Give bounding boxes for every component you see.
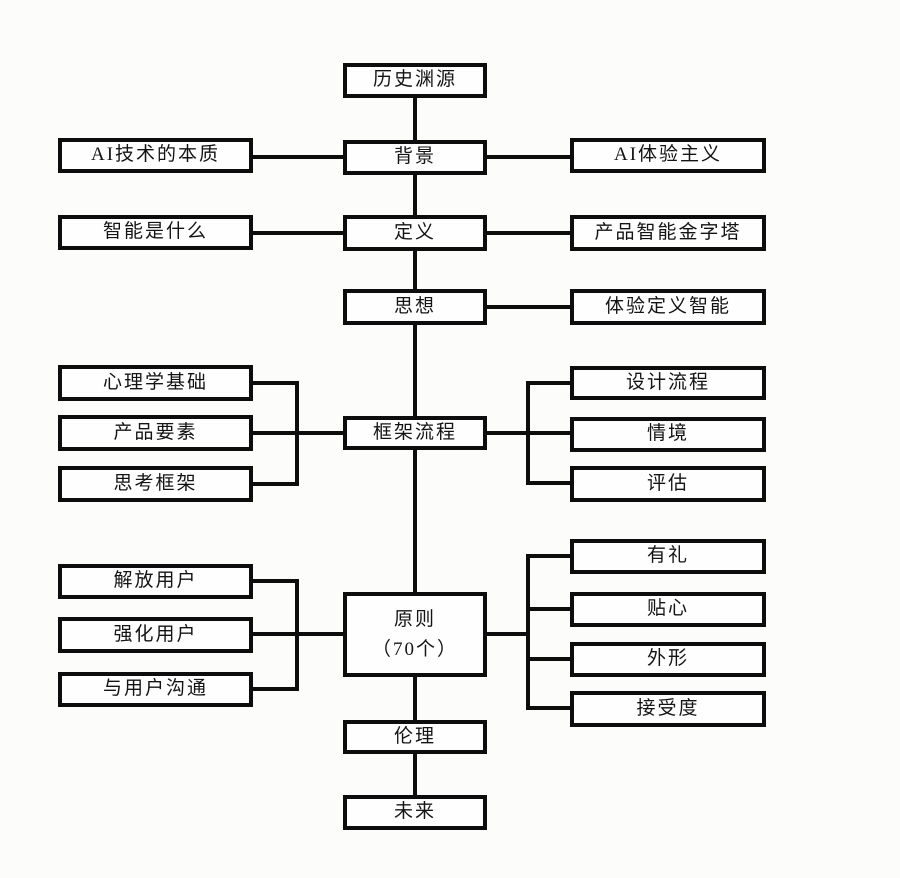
node-thought: 思想 xyxy=(343,289,487,325)
connector-spine-thought-framework xyxy=(413,325,417,416)
connector-framework-left-bracket xyxy=(295,381,299,486)
connector-principles-right-main xyxy=(487,632,530,636)
node-ethics: 伦理 xyxy=(343,720,487,754)
connector-liberate-users-stub xyxy=(253,579,299,583)
connector-background-left xyxy=(253,155,343,159)
connector-design-process-stub xyxy=(526,381,570,385)
node-principles: 原则 （70个） xyxy=(343,592,487,677)
node-acceptance: 接受度 xyxy=(570,691,766,727)
node-evaluation: 评估 xyxy=(570,466,766,502)
connector-spine-framework-principles xyxy=(413,450,417,592)
connector-psychology-stub xyxy=(253,381,299,385)
node-background: 背景 xyxy=(343,140,487,175)
connector-spine-background-definition xyxy=(413,175,417,215)
node-product-elements: 产品要素 xyxy=(58,415,253,451)
connector-evaluation-stub xyxy=(526,481,570,485)
connector-background-right xyxy=(487,155,570,159)
connector-principles-right-bracket xyxy=(526,554,530,710)
node-thinking-framework: 思考框架 xyxy=(58,466,253,502)
node-communicate-with-users: 与用户沟通 xyxy=(58,672,253,707)
connector-thought-right xyxy=(487,305,570,309)
node-ai-tech-essence: AI技术的本质 xyxy=(58,138,253,173)
connector-spine-ethics-future xyxy=(413,754,417,795)
node-principles-label-line2: （70个） xyxy=(371,638,458,660)
node-history: 历史渊源 xyxy=(343,63,487,98)
connector-acceptance-stub xyxy=(526,706,570,710)
connector-spine-history-background xyxy=(413,98,417,140)
node-polite: 有礼 xyxy=(570,539,766,574)
connector-principles-left-bracket xyxy=(295,579,299,691)
node-experience-defines-intelligence: 体验定义智能 xyxy=(570,289,766,325)
node-definition: 定义 xyxy=(343,215,487,251)
connector-appearance-stub xyxy=(526,657,570,661)
node-strengthen-users: 强化用户 xyxy=(58,617,253,653)
connector-considerate-stub xyxy=(526,607,570,611)
node-framework-process: 框架流程 xyxy=(343,416,487,450)
node-ai-experientialism: AI体验主义 xyxy=(570,138,766,173)
node-situation: 情境 xyxy=(570,417,766,452)
node-considerate: 贴心 xyxy=(570,592,766,627)
node-psychology-foundation: 心理学基础 xyxy=(58,365,253,401)
node-what-is-intelligence: 智能是什么 xyxy=(58,215,253,250)
connector-spine-definition-thought xyxy=(413,251,417,289)
connector-thinking-framework-stub xyxy=(253,482,299,486)
node-liberate-users: 解放用户 xyxy=(58,564,253,599)
node-principles-label-line1: 原则 xyxy=(393,609,436,631)
connector-framework-right-bracket xyxy=(526,381,530,485)
connector-polite-stub xyxy=(526,554,570,558)
node-design-process: 设计流程 xyxy=(570,366,766,400)
connector-definition-left xyxy=(253,231,343,235)
connector-definition-right xyxy=(487,231,570,235)
node-product-intelligence-pyramid: 产品智能金字塔 xyxy=(570,215,766,251)
connector-spine-principles-ethics xyxy=(413,677,417,720)
node-appearance: 外形 xyxy=(570,642,766,677)
connector-communicate-stub xyxy=(253,687,299,691)
node-future: 未来 xyxy=(343,795,487,830)
